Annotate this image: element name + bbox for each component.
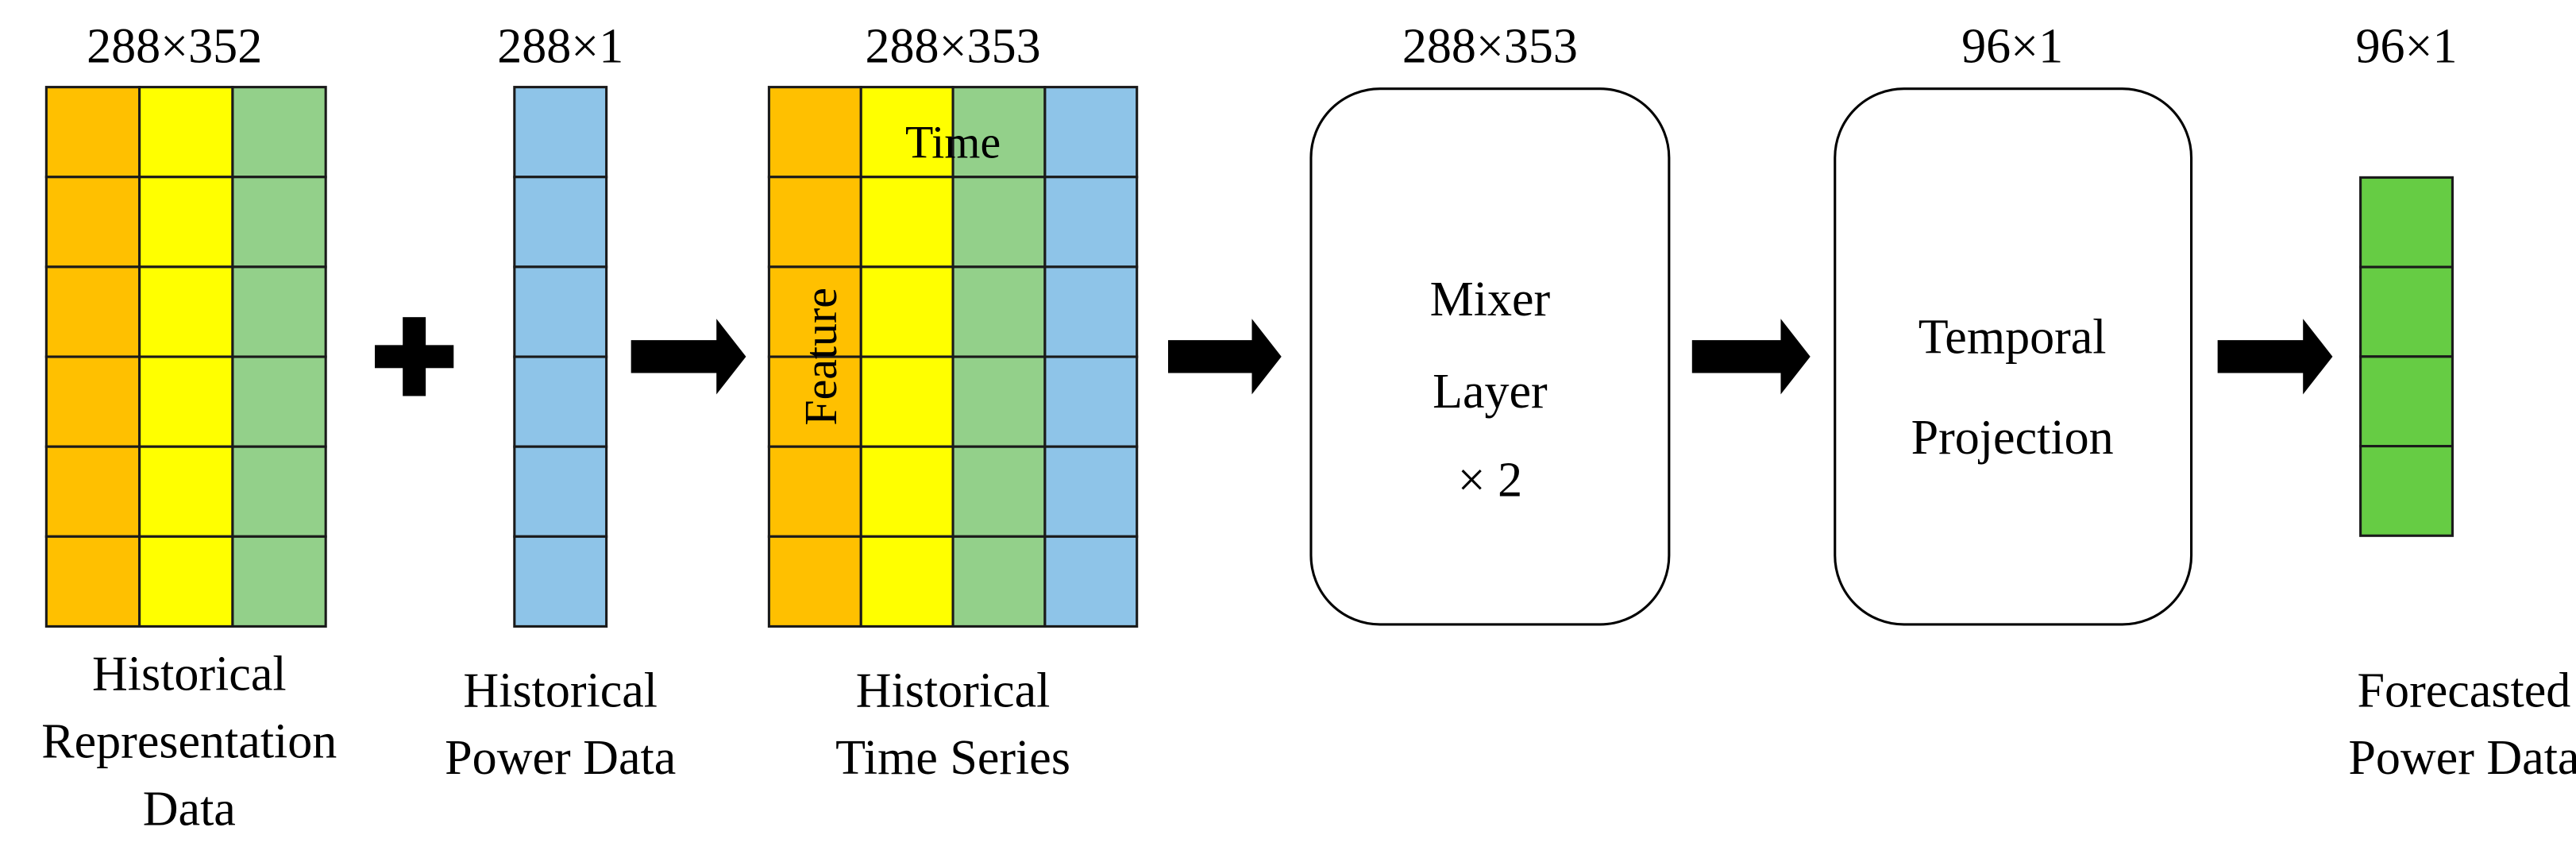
- dims-projection: 96×1: [1961, 20, 2063, 74]
- representation-label-line3: Data: [143, 782, 236, 836]
- representation-grid-cell: [231, 535, 327, 628]
- representation-grid-cell: [231, 86, 327, 179]
- time-series-grid-cell: [1043, 265, 1139, 358]
- forecast-grid-cell: [2359, 265, 2454, 358]
- time-series-grid-cell: [1043, 176, 1139, 269]
- time-series-grid-cell: [859, 86, 954, 179]
- power-label-line1: Historical: [463, 663, 657, 717]
- representation-label-line1: Historical: [92, 648, 287, 702]
- right-arrow-icon: [1691, 319, 1811, 395]
- time-series-grid-cell: [951, 535, 1047, 628]
- representation-grid-cell: [138, 535, 234, 628]
- time-series-grid-cell: [951, 176, 1047, 269]
- representation-grid-cell: [138, 86, 234, 179]
- time-series-grid-cell: [859, 355, 954, 448]
- time-series-grid-cell: [1043, 86, 1139, 179]
- time-series-grid-cell: [767, 535, 862, 628]
- plus-icon: [375, 317, 454, 396]
- forecast-grid-cell: [2359, 355, 2454, 448]
- time-series-grid-cell: [859, 535, 954, 628]
- time-series-grid-cell: [1043, 535, 1139, 628]
- representation-grid-cell: [44, 445, 141, 538]
- time-series-grid-cell: [951, 445, 1047, 538]
- time-series-grid-cell: [767, 176, 862, 269]
- dims-time-series: 288×353: [866, 20, 1041, 74]
- representation-grid: [44, 86, 327, 628]
- representation-grid-cell: [231, 445, 327, 538]
- dims-mixer: 288×353: [1402, 20, 1578, 74]
- projection-label-line1: Temporal: [1919, 311, 2107, 365]
- power-grid-cell: [513, 265, 608, 358]
- time-axis-label: Time: [905, 117, 1001, 168]
- temporal-projection-box: [1834, 87, 2193, 626]
- power-grid-cell: [513, 445, 608, 538]
- representation-label-line2: Representation: [41, 714, 337, 768]
- projection-label-line2: Projection: [1911, 411, 2114, 465]
- representation-grid-cell: [138, 176, 234, 269]
- dims-forecast: 96×1: [2356, 20, 2458, 74]
- representation-grid-cell: [44, 355, 141, 448]
- time-series-grid-cell: [767, 86, 862, 179]
- mixer-label-line3: × 2: [1458, 454, 1523, 508]
- time-series-label-line2: Time Series: [835, 731, 1070, 785]
- power-grid-cell: [513, 535, 608, 628]
- time-series-grid-cell: [859, 445, 954, 538]
- right-arrow-icon: [2217, 319, 2333, 395]
- time-series-grid-cell: [767, 445, 862, 538]
- feature-axis-label: Feature: [795, 288, 846, 426]
- representation-grid-cell: [231, 176, 327, 269]
- mixer-label-line1: Mixer: [1430, 273, 1551, 327]
- time-series-grid-cell: [951, 265, 1047, 358]
- forecast-grid-cell: [2359, 444, 2454, 537]
- right-arrow-icon: [1168, 319, 1282, 395]
- forecast-grid-cell: [2359, 176, 2454, 269]
- representation-grid-cell: [138, 355, 234, 448]
- time-series-grid-cell: [1043, 445, 1139, 538]
- time-series-grid: [767, 86, 1139, 628]
- time-series-label-line1: Historical: [856, 663, 1051, 717]
- power-grid: [513, 86, 608, 628]
- representation-grid-cell: [44, 265, 141, 358]
- dims-representation: 288×352: [87, 20, 262, 74]
- mixer-label-line2: Layer: [1433, 365, 1548, 419]
- time-series-grid-cell: [951, 355, 1047, 448]
- representation-grid-cell: [138, 265, 234, 358]
- forecast-grid: [2359, 176, 2454, 537]
- time-series-grid-cell: [1043, 355, 1139, 448]
- forecast-label-line2: Power Data: [2348, 731, 2576, 785]
- power-grid-cell: [513, 86, 608, 179]
- power-grid-cell: [513, 176, 608, 269]
- representation-grid-cell: [44, 176, 141, 269]
- forecast-label-line1: Forecasted: [2358, 663, 2571, 717]
- power-label-line2: Power Data: [445, 731, 676, 785]
- mixer-layer-box: [1309, 87, 1671, 626]
- dims-power: 288×1: [497, 20, 623, 74]
- representation-grid-cell: [44, 535, 141, 628]
- time-series-grid-cell: [859, 265, 954, 358]
- representation-grid-cell: [138, 445, 234, 538]
- representation-grid-cell: [44, 86, 141, 179]
- right-arrow-icon: [631, 319, 746, 395]
- power-grid-cell: [513, 355, 608, 448]
- time-series-grid-cell: [859, 176, 954, 269]
- representation-grid-cell: [231, 265, 327, 358]
- representation-grid-cell: [231, 355, 327, 448]
